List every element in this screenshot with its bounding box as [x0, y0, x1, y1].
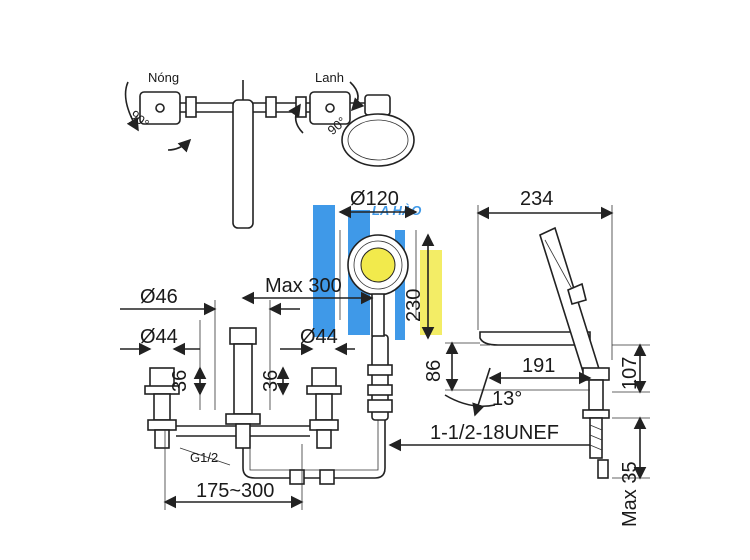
spout-cap — [229, 327, 257, 345]
dim-spout-rise: 86 — [423, 360, 445, 382]
dim-thread: 1-1/2-18UNEF — [430, 422, 559, 444]
cold-handle — [311, 367, 337, 389]
dim-deck-max: Max 35 — [619, 461, 641, 527]
dim-spout-diameter: Ø46 — [140, 286, 178, 308]
dim-spout-projection: 191 — [522, 355, 555, 377]
dim-spout-height: 36 — [260, 370, 282, 392]
shower-head-top — [341, 113, 415, 167]
spout-side — [479, 331, 591, 346]
side-elevation: 234 191 86 13° 107 1-1/2-18UNEF Max 35 — [388, 188, 650, 527]
dim-angle: 13° — [492, 388, 522, 410]
dim-left-valve-height: 36 — [169, 370, 191, 392]
dim-head-diameter: Ø120 — [350, 188, 399, 210]
cold-label: Lanh — [315, 70, 344, 85]
front-elevation: Ø46 Ø44 Ø44 36 36 175~300 G1/2 Ø120 230 … — [120, 188, 435, 510]
dim-left-valve-diameter: Ø44 — [140, 326, 178, 348]
dim-centers-range: 175~300 — [196, 480, 274, 502]
dim-side-height: 107 — [619, 357, 641, 390]
dim-head-height: 230 — [403, 289, 425, 322]
dim-hose-max: Max 300 — [265, 275, 342, 297]
dim-inlet-thread: G1/2 — [190, 450, 218, 465]
dim-spout-length: 234 — [520, 188, 553, 210]
dim-right-valve-diameter: Ø44 — [300, 326, 338, 348]
hot-label: Nóng — [148, 70, 179, 85]
spout-top — [232, 99, 254, 229]
